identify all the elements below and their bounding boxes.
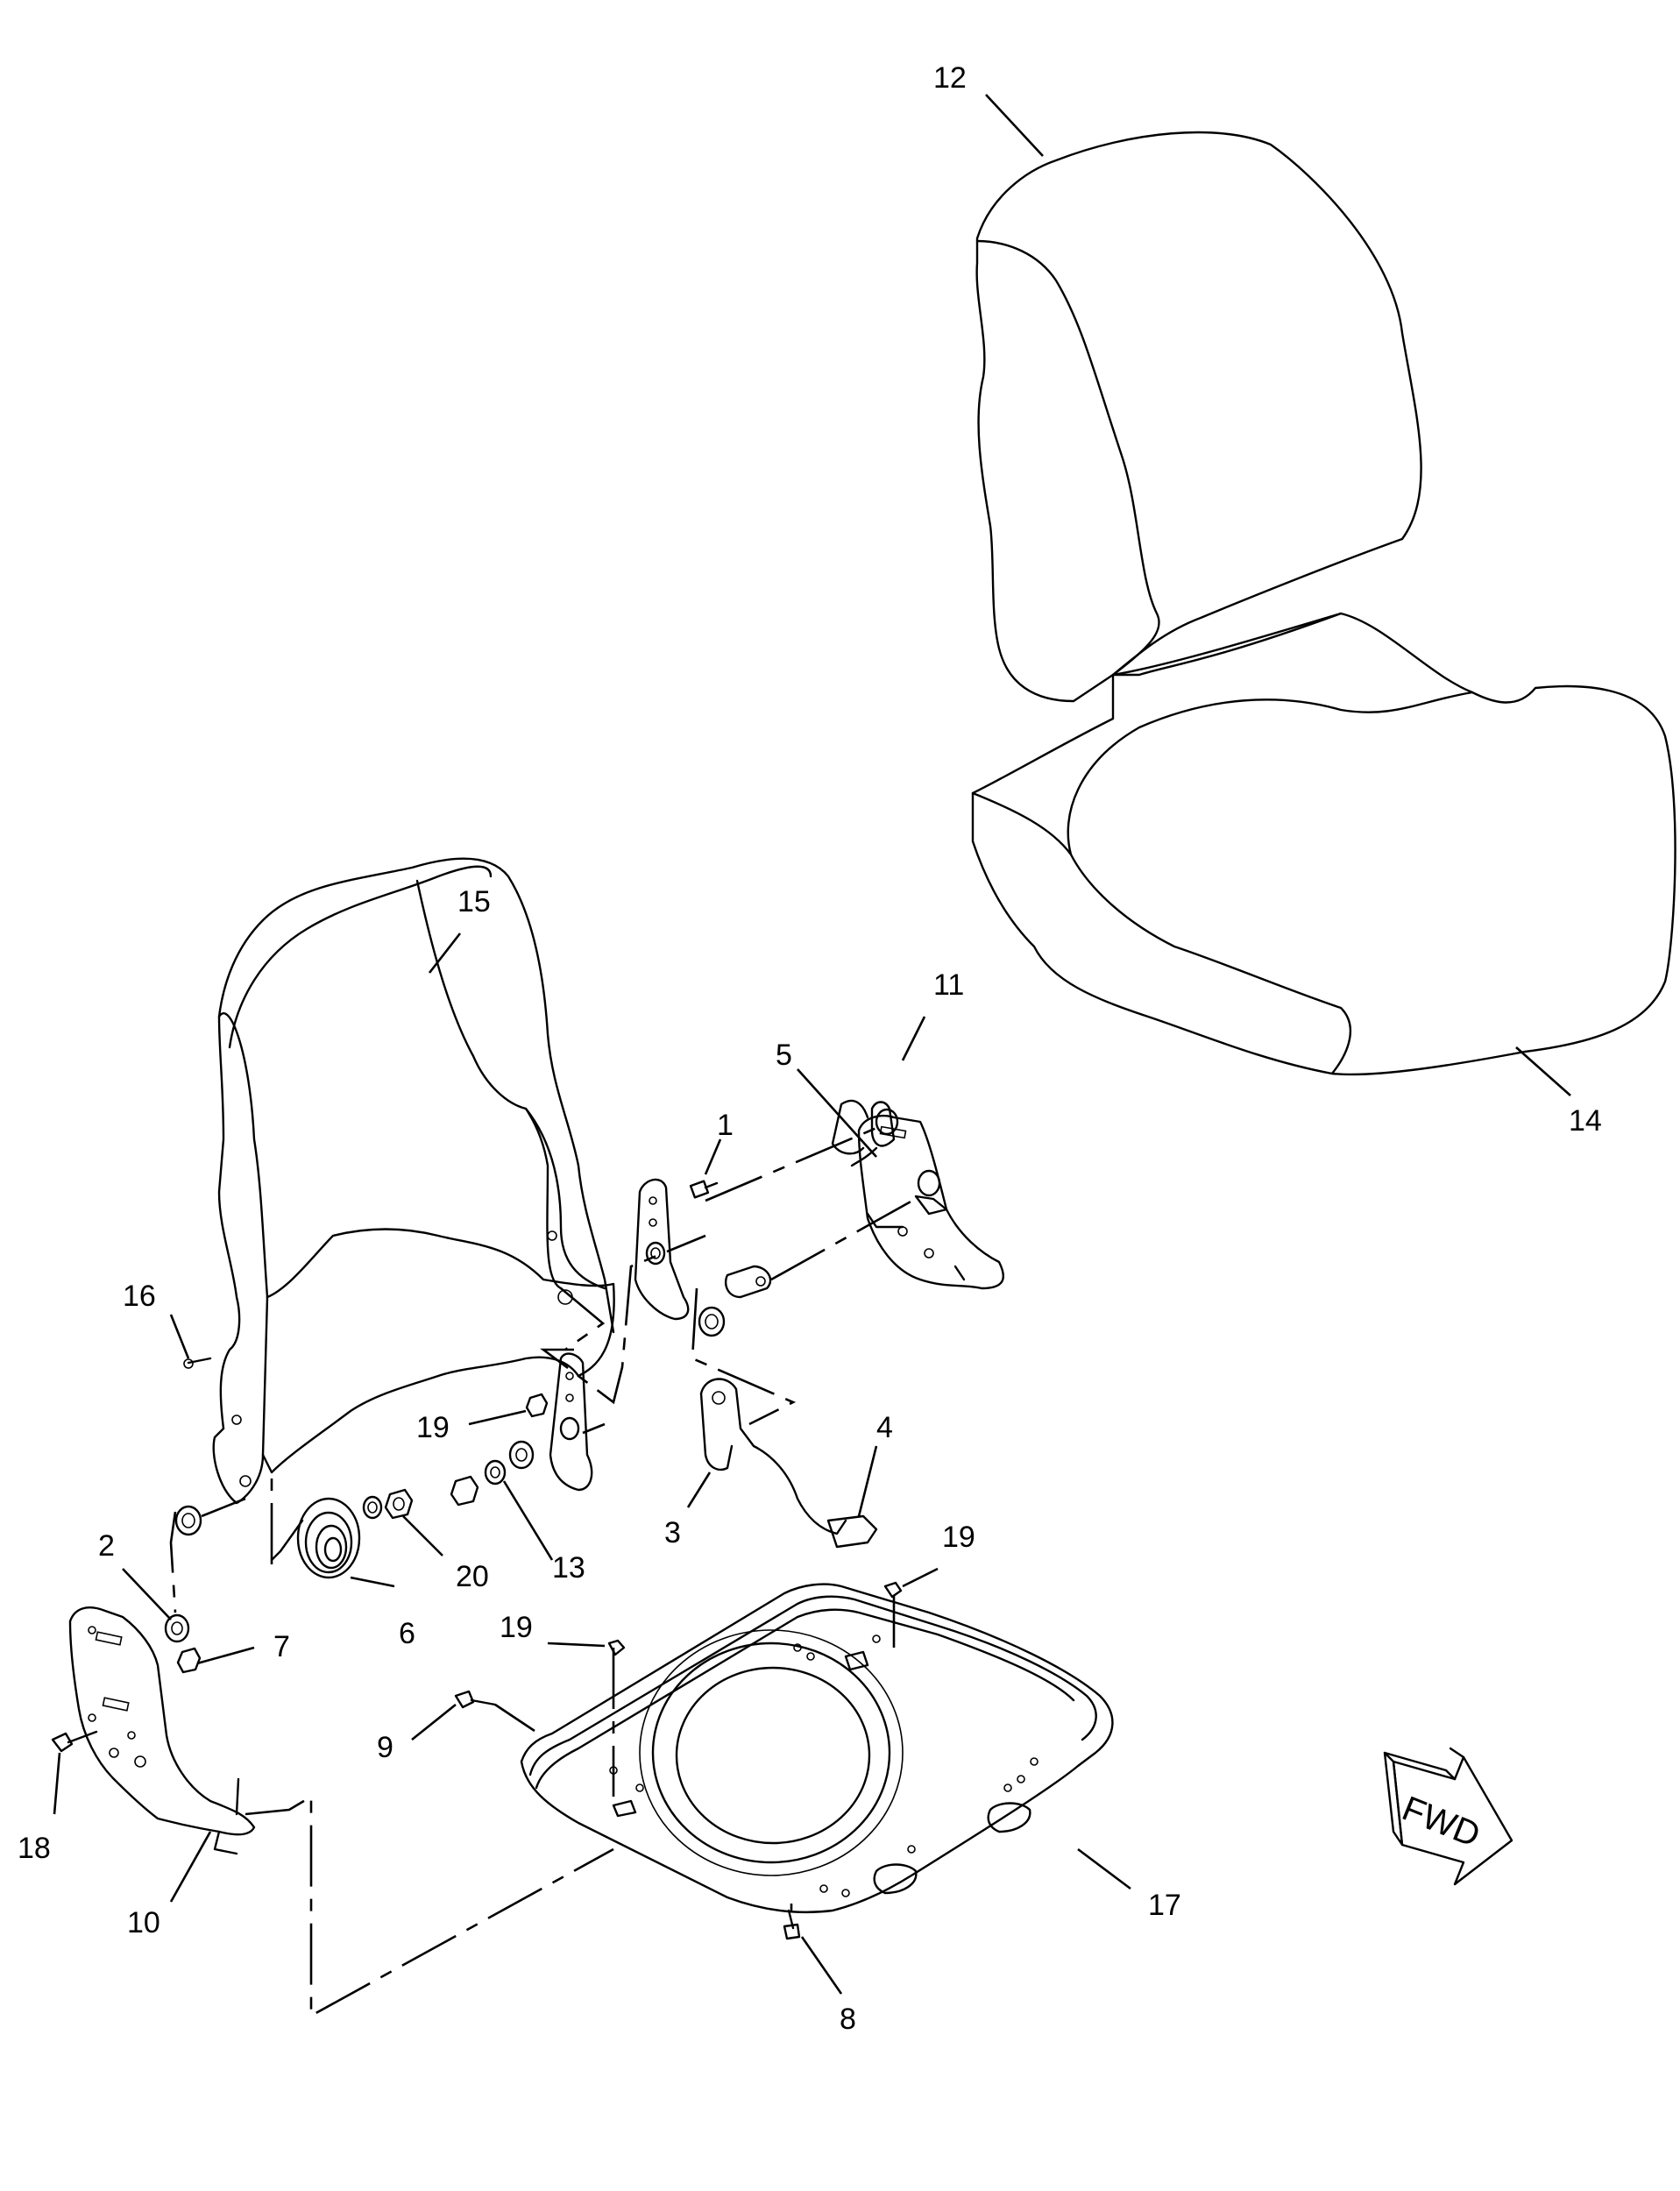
callout-6: 6 xyxy=(399,1617,415,1650)
left-side-plate xyxy=(68,1606,256,1855)
callout-17: 17 xyxy=(1148,1889,1181,1922)
callout-15: 15 xyxy=(457,885,491,918)
callout-7: 7 xyxy=(273,1630,290,1663)
fwd-label: FWD xyxy=(1397,1789,1485,1854)
leader-lines xyxy=(53,94,1571,1995)
latch-link xyxy=(698,1265,772,1337)
callout-9: 9 xyxy=(377,1731,393,1764)
bolts-misc xyxy=(51,1357,903,1940)
callout-19-upper: 19 xyxy=(416,1411,450,1444)
callout-19-right: 19 xyxy=(942,1521,975,1554)
callout-13: 13 xyxy=(552,1551,585,1585)
fwd-arrow-icon: FWD xyxy=(1383,1747,1513,1886)
right-side-plate xyxy=(831,1099,1004,1290)
callout-5: 5 xyxy=(776,1039,792,1072)
callout-18: 18 xyxy=(18,1832,51,1865)
callout-3: 3 xyxy=(664,1516,681,1549)
assembly-lines xyxy=(169,1124,921,2018)
seat-back-frame xyxy=(212,857,615,1505)
callout-14: 14 xyxy=(1569,1104,1602,1138)
seat-pan xyxy=(520,1583,1114,1914)
callout-labels: 12 14 15 11 5 1 16 19 4 3 13 20 6 2 7 19… xyxy=(18,61,1602,2036)
callout-8: 8 xyxy=(840,2003,856,2036)
callout-19-center: 19 xyxy=(500,1611,533,1644)
callout-12: 12 xyxy=(933,61,967,95)
bolt xyxy=(689,1180,719,1199)
callout-10: 10 xyxy=(127,1906,160,1939)
release-lever xyxy=(699,1378,878,1549)
callout-4: 4 xyxy=(876,1411,893,1444)
callout-11: 11 xyxy=(933,968,964,1002)
callout-16: 16 xyxy=(123,1280,156,1313)
backrest-cushion xyxy=(975,131,1422,703)
callout-1: 1 xyxy=(717,1109,734,1142)
callout-20: 20 xyxy=(456,1560,489,1593)
pivot-bracket xyxy=(549,1178,690,1492)
recline-spring xyxy=(270,1497,361,1579)
hardware-washers-nuts xyxy=(164,1393,549,1674)
callout-2: 2 xyxy=(98,1529,115,1563)
seat-cushion xyxy=(971,612,1676,1076)
